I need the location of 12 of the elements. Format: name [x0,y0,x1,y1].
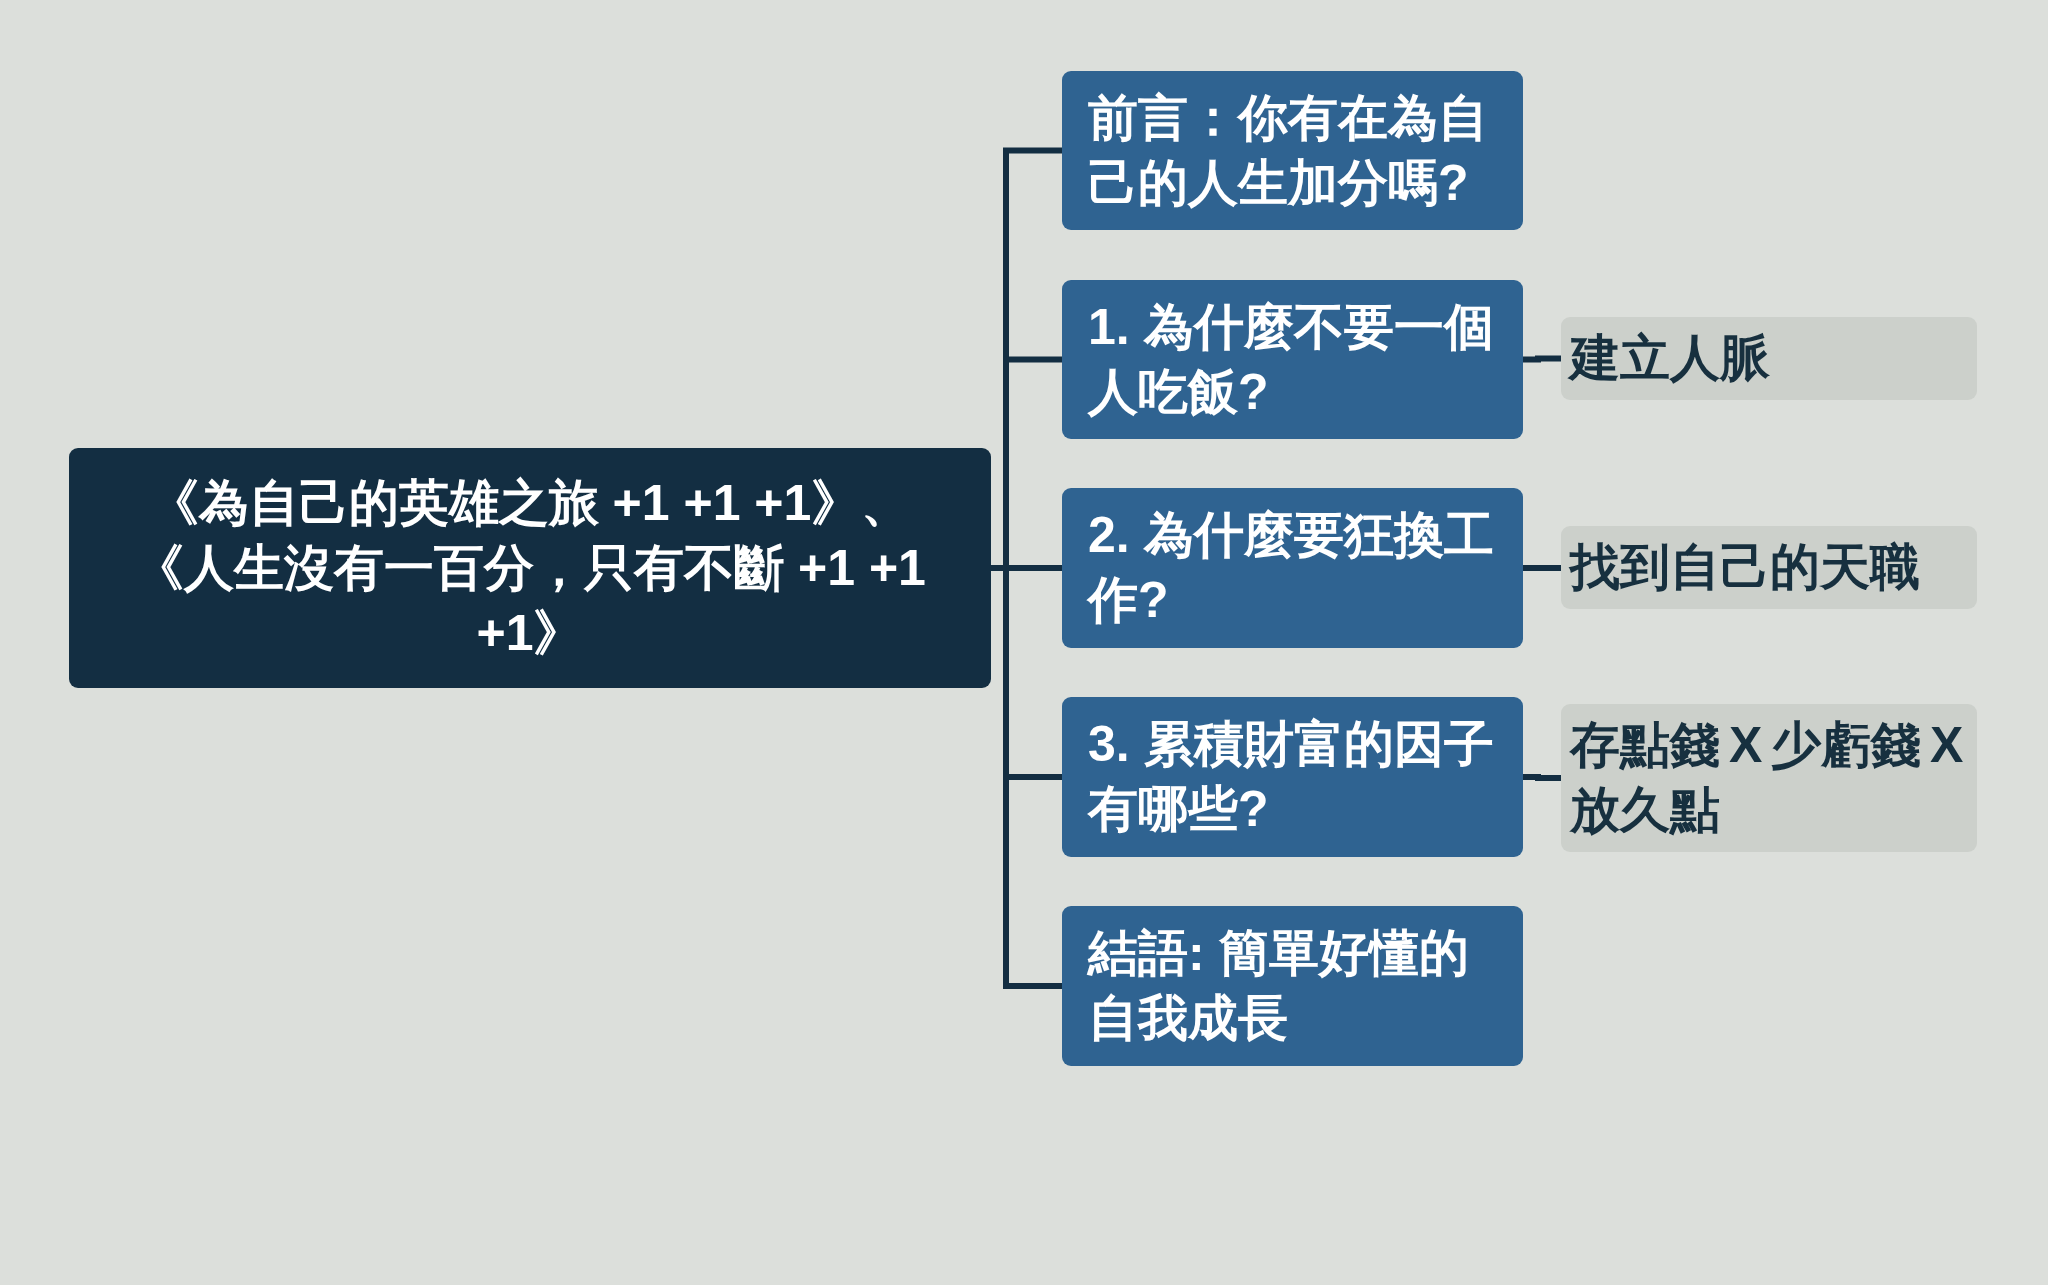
subtopic-box: 結語: 簡單好懂的自我成長 [1062,906,1523,1066]
connector-line [1523,565,1561,571]
detail-box: 建立人脈 [1561,317,1977,400]
subtopic-box: 3. 累積財富的因子有哪些? [1062,697,1523,857]
subtopic-box: 1. 為什麼不要一個人吃飯? [1062,280,1523,439]
detail-box: 存點錢 X 少虧錢 X 放久點 [1561,704,1977,852]
subtopic-box: 2. 為什麼要狂換工作? [1062,488,1523,648]
connector-line [1523,355,1561,363]
subtopic-box: 前言：你有在為自己的人生加分嗎? [1062,71,1523,230]
connector-line [1523,774,1561,781]
detail-box: 找到自己的天職 [1561,526,1977,609]
central-topic-box: 《為自己的英雄之旅 +1 +1 +1》、《人生沒有一百分，只有不斷 +1 +1 +1》 [69,448,991,688]
